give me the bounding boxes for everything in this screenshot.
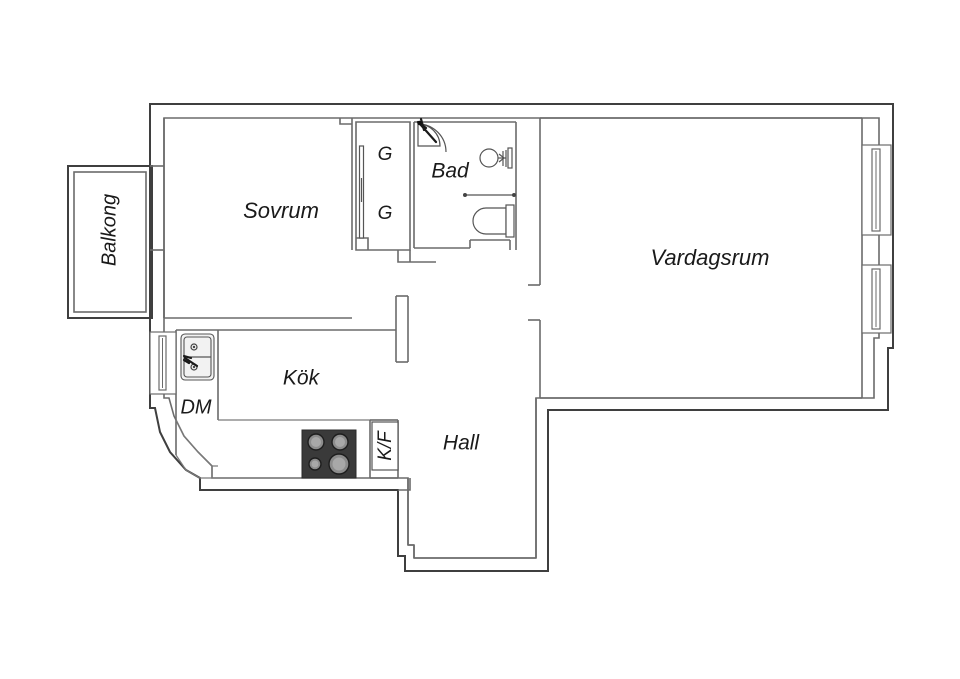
room-label-kok: Kök bbox=[283, 367, 321, 390]
fridge-freezer-unit bbox=[371, 421, 399, 471]
closet-block bbox=[355, 121, 436, 263]
room-label-hall: Hall bbox=[443, 432, 481, 455]
building-envelope-outer bbox=[149, 103, 894, 572]
stove bbox=[301, 429, 357, 479]
appliance-label-diskmaskin: DM bbox=[180, 396, 211, 418]
towel-rail bbox=[463, 193, 516, 197]
room-label-vardagsrum: Vardagsrum bbox=[650, 245, 769, 270]
appliance-label-kyl-frys: K/F bbox=[375, 430, 396, 461]
room-label-bad: Bad bbox=[431, 160, 470, 183]
toilet bbox=[472, 204, 515, 238]
corner-shower bbox=[416, 117, 447, 153]
building-envelope-inner bbox=[163, 117, 880, 559]
window-livingroom-upper bbox=[861, 144, 892, 236]
room-label-balkong: Balkong bbox=[98, 194, 120, 266]
window-livingroom-lower bbox=[861, 264, 892, 334]
closet-label-garderob-lower: G bbox=[378, 203, 393, 224]
closet-label-garderob-upper: G bbox=[378, 144, 393, 165]
appliance-labels: DM K/F bbox=[180, 396, 396, 461]
room-balkong bbox=[67, 165, 153, 319]
room-label-sovrum: Sovrum bbox=[243, 198, 319, 223]
room-hall-walls bbox=[407, 398, 537, 559]
wash-basin bbox=[479, 147, 513, 169]
closet-labels: G G bbox=[378, 144, 393, 224]
window-kitchen bbox=[149, 331, 177, 395]
room-labels: Balkong Sovrum Bad Vardagsrum Kök Hall bbox=[98, 160, 769, 455]
hall-door-jamb bbox=[398, 478, 411, 491]
kitchen-sink bbox=[180, 333, 215, 381]
room-bad-walls bbox=[413, 121, 517, 250]
